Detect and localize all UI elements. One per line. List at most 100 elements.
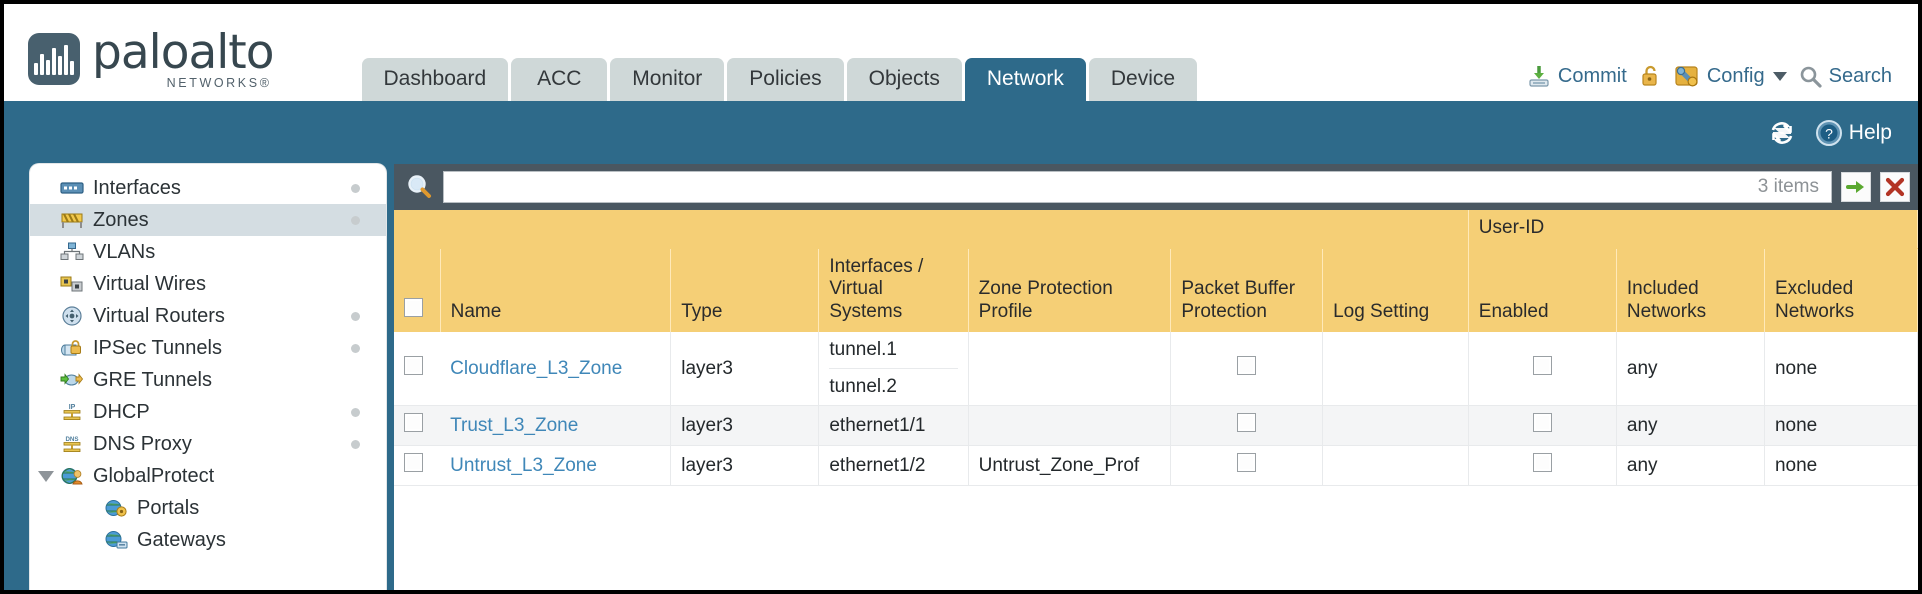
column-header-packet-buffer-protection[interactable]: Packet Buffer Protection [1170,248,1324,333]
column-header-zone-protection-profile[interactable]: Zone Protection Profile [968,248,1172,333]
sidebar-item-ipsec-tunnels[interactable]: IPSec Tunnels [30,332,386,364]
sidebar-item-status-dot [351,343,360,353]
packet-buffer-protection-checkbox[interactable] [1237,413,1257,433]
svg-text:DNS: DNS [65,436,78,443]
cell-included-networks: any [1616,445,1765,487]
cell-zone-type: layer3 [670,332,820,407]
column-header-enabled[interactable]: Enabled [1468,248,1617,333]
sidebar-item-portals[interactable]: Portals [30,492,386,524]
help-button[interactable]: ? Help [1815,119,1892,147]
sidebar-item-status-dot [351,439,360,449]
search-icon [1798,64,1823,89]
sidebar-item-virtual-wires[interactable]: Virtual Wires [30,268,386,300]
commit-button[interactable]: Commit [1526,63,1627,89]
sidebar-item-vlans[interactable]: VLANs [30,236,386,268]
sidebar-item-label: Interfaces [93,176,181,199]
tab-network[interactable]: Network [964,58,1086,101]
userid-enabled-checkbox[interactable] [1532,413,1552,433]
column-header-interfaces-virtual-systems[interactable]: Interfaces / Virtual Systems [818,248,969,333]
tab-device[interactable]: Device [1088,58,1198,101]
sidebar-item-status-dot [351,215,360,225]
globalprotect-icon [60,466,84,486]
column-header-type[interactable]: Type [670,248,820,333]
apply-filter-button[interactable] [1841,172,1871,202]
search-label: Search [1828,64,1892,87]
userid-enabled-checkbox[interactable] [1532,453,1552,473]
config-menu[interactable]: Config [1674,63,1787,89]
gre-tunnels-icon [60,370,84,390]
zone-name-link[interactable]: Cloudflare_L3_Zone [450,357,623,379]
filter-bar: 3 items [394,164,1918,210]
cell-excluded-networks: none [1764,405,1918,447]
sidebar-item-gre-tunnels[interactable]: GRE Tunnels [30,364,386,396]
chevron-down-icon [1772,71,1787,81]
packet-buffer-protection-checkbox[interactable] [1237,356,1257,376]
dhcp-icon: IP [60,402,84,422]
cell-log-setting [1322,405,1469,447]
search-magnifier-icon[interactable] [404,172,434,202]
cell-zone-protection-profile: Untrust_Zone_Prof [968,445,1172,487]
row-select-checkbox[interactable] [404,453,423,473]
tab-policies[interactable]: Policies [727,58,844,101]
packet-buffer-protection-checkbox[interactable] [1237,453,1257,473]
userid-enabled-checkbox[interactable] [1532,356,1552,376]
tree-expand-caret-icon[interactable] [38,470,54,482]
sidebar-item-label: VLANs [93,240,156,263]
group-header-row: User-ID [394,210,1918,250]
cell-zone-protection-profile [968,332,1172,407]
row-select-checkbox[interactable] [404,356,423,376]
cell-excluded-networks: none [1764,445,1918,487]
search-button[interactable]: Search [1798,64,1892,89]
sidebar-item-gateways[interactable]: Gateways [30,524,386,556]
select-all-header-cell [394,248,441,333]
item-count: 3 items [1757,176,1819,197]
padlock-icon[interactable] [1638,63,1663,89]
zone-name-link[interactable]: Untrust_L3_Zone [450,454,597,476]
sidebar-item-zones[interactable]: Zones [30,204,386,236]
header-actions: Commit Config [1526,63,1918,101]
cell-excluded-networks: none [1764,332,1918,407]
sidebar-item-status-dot [351,407,360,417]
help-label: Help [1848,120,1892,144]
paloalto-logo-icon [28,32,80,85]
column-header-log-setting[interactable]: Log Setting [1322,248,1469,333]
main-panel: 3 items [394,164,1918,590]
sidebar-item-label: IPSec Tunnels [93,336,222,359]
sidebar-item-label: Portals [137,496,200,519]
row-select-checkbox[interactable] [404,413,423,433]
config-label: Config [1706,64,1765,87]
search-input[interactable]: 3 items [443,171,1832,203]
interface-entry: tunnel.2 [829,368,958,405]
column-header-excluded-networks[interactable]: Excluded Networks [1764,248,1918,333]
column-header-included-networks[interactable]: Included Networks [1616,248,1765,333]
sidebar-item-globalprotect[interactable]: GlobalProtect [30,460,386,492]
tab-dashboard[interactable]: Dashboard [361,58,509,101]
column-header-name[interactable]: Name [440,248,672,333]
zone-name-link[interactable]: Trust_L3_Zone [450,414,579,436]
refresh-icon[interactable] [1767,119,1797,147]
brand-logo: paloalto NETWORKS® [4,29,274,102]
dns-proxy-icon: DNS [60,434,84,454]
cell-included-networks: any [1616,405,1765,447]
svg-text:?: ? [1825,125,1833,141]
green-arrow-icon [1845,176,1867,198]
cell-packet-buffer-protection [1170,332,1324,407]
tab-objects[interactable]: Objects [846,58,962,101]
sidebar-item-interfaces[interactable]: Interfaces [30,172,386,204]
tab-acc[interactable]: ACC [511,58,608,101]
sidebar-item-label: Gateways [137,528,226,551]
sidebar-item-status-dot [351,183,360,193]
select-all-checkbox[interactable] [404,297,423,317]
commit-icon [1526,63,1552,89]
clear-filter-button[interactable] [1880,172,1910,202]
sidebar-item-virtual-routers[interactable]: Virtual Routers [30,300,386,332]
commit-label: Commit [1557,64,1627,87]
tab-monitor[interactable]: Monitor [610,58,725,101]
